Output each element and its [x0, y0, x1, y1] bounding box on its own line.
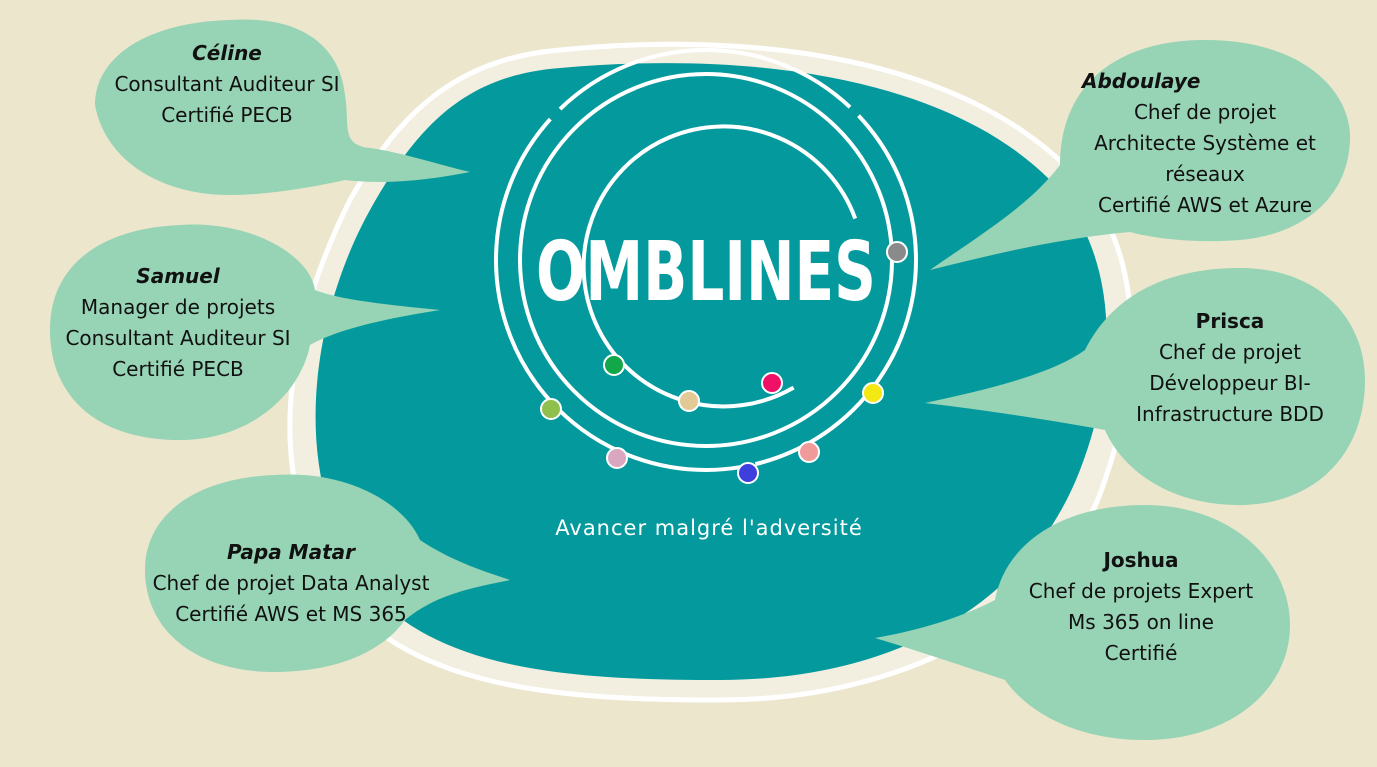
- member-role: Certifié PECB: [161, 103, 293, 127]
- central-blob: [315, 63, 1107, 680]
- dots: [540, 241, 908, 484]
- member-role: Certifié AWS et Azure: [1097, 193, 1312, 217]
- member-papa-matar: Papa Matar Chef de projet Data Analyst C…: [128, 537, 454, 630]
- member-name: Samuel: [136, 264, 220, 288]
- member-celine: Céline Consultant Auditeur SI Certifié P…: [92, 38, 362, 131]
- member-prisca: Prisca Chef de projet Développeur BI- In…: [1110, 306, 1350, 430]
- member-name: Abdoulaye: [1082, 69, 1201, 93]
- bubble-papa-matar: [145, 474, 510, 672]
- dot-salmon: [798, 441, 820, 463]
- member-role: Consultant Auditeur SI: [114, 72, 340, 96]
- member-name: Céline: [192, 41, 262, 65]
- tagline: Avancer malgré l'adversité: [555, 516, 863, 540]
- dot-pink: [606, 447, 628, 469]
- member-role: Certifié: [1104, 641, 1178, 665]
- dot-beige: [678, 390, 700, 412]
- member-role: Chef de projet: [1158, 340, 1302, 364]
- member-role: Certifié AWS et MS 365: [175, 602, 407, 626]
- dot-green: [603, 354, 625, 376]
- member-role: Chef de projets Expert: [1028, 579, 1254, 603]
- logo-title: OMBLINES: [536, 225, 876, 320]
- member-role: Ms 365 on line: [1068, 610, 1214, 634]
- bubble-joshua: [875, 505, 1290, 740]
- member-role: Certifié PECB: [112, 357, 244, 381]
- bubble-prisca: [925, 268, 1365, 506]
- member-role: réseaux: [1165, 162, 1245, 186]
- dot-lime: [540, 398, 562, 420]
- dot-gray: [886, 241, 908, 263]
- member-role: Manager de projets: [80, 295, 276, 319]
- bubble-samuel: [50, 224, 440, 440]
- member-samuel: Samuel Manager de projets Consultant Aud…: [48, 261, 308, 385]
- member-abdoulaye: Abdoulaye Chef de projet Architecte Syst…: [1070, 66, 1340, 221]
- bubble-celine: [95, 19, 470, 195]
- member-role: Architecte Système et: [1094, 131, 1316, 155]
- member-role: Développeur BI-: [1149, 371, 1311, 395]
- member-name: Prisca: [1195, 309, 1265, 333]
- member-role: Consultant Auditeur SI: [65, 326, 291, 350]
- dot-blue: [737, 462, 759, 484]
- bubble-abdoulaye: [930, 39, 1351, 270]
- member-role: Chef de projet: [1133, 100, 1277, 124]
- member-name: Papa Matar: [227, 540, 355, 564]
- dot-yellow: [862, 382, 884, 404]
- member-role: Infrastructure BDD: [1136, 402, 1324, 426]
- member-role: Chef de projet Data Analyst: [152, 571, 430, 595]
- outer-ring: [494, 48, 918, 472]
- dot-magenta: [761, 372, 783, 394]
- member-joshua: Joshua Chef de projets Expert Ms 365 on …: [1008, 545, 1274, 669]
- member-name: Joshua: [1103, 548, 1179, 572]
